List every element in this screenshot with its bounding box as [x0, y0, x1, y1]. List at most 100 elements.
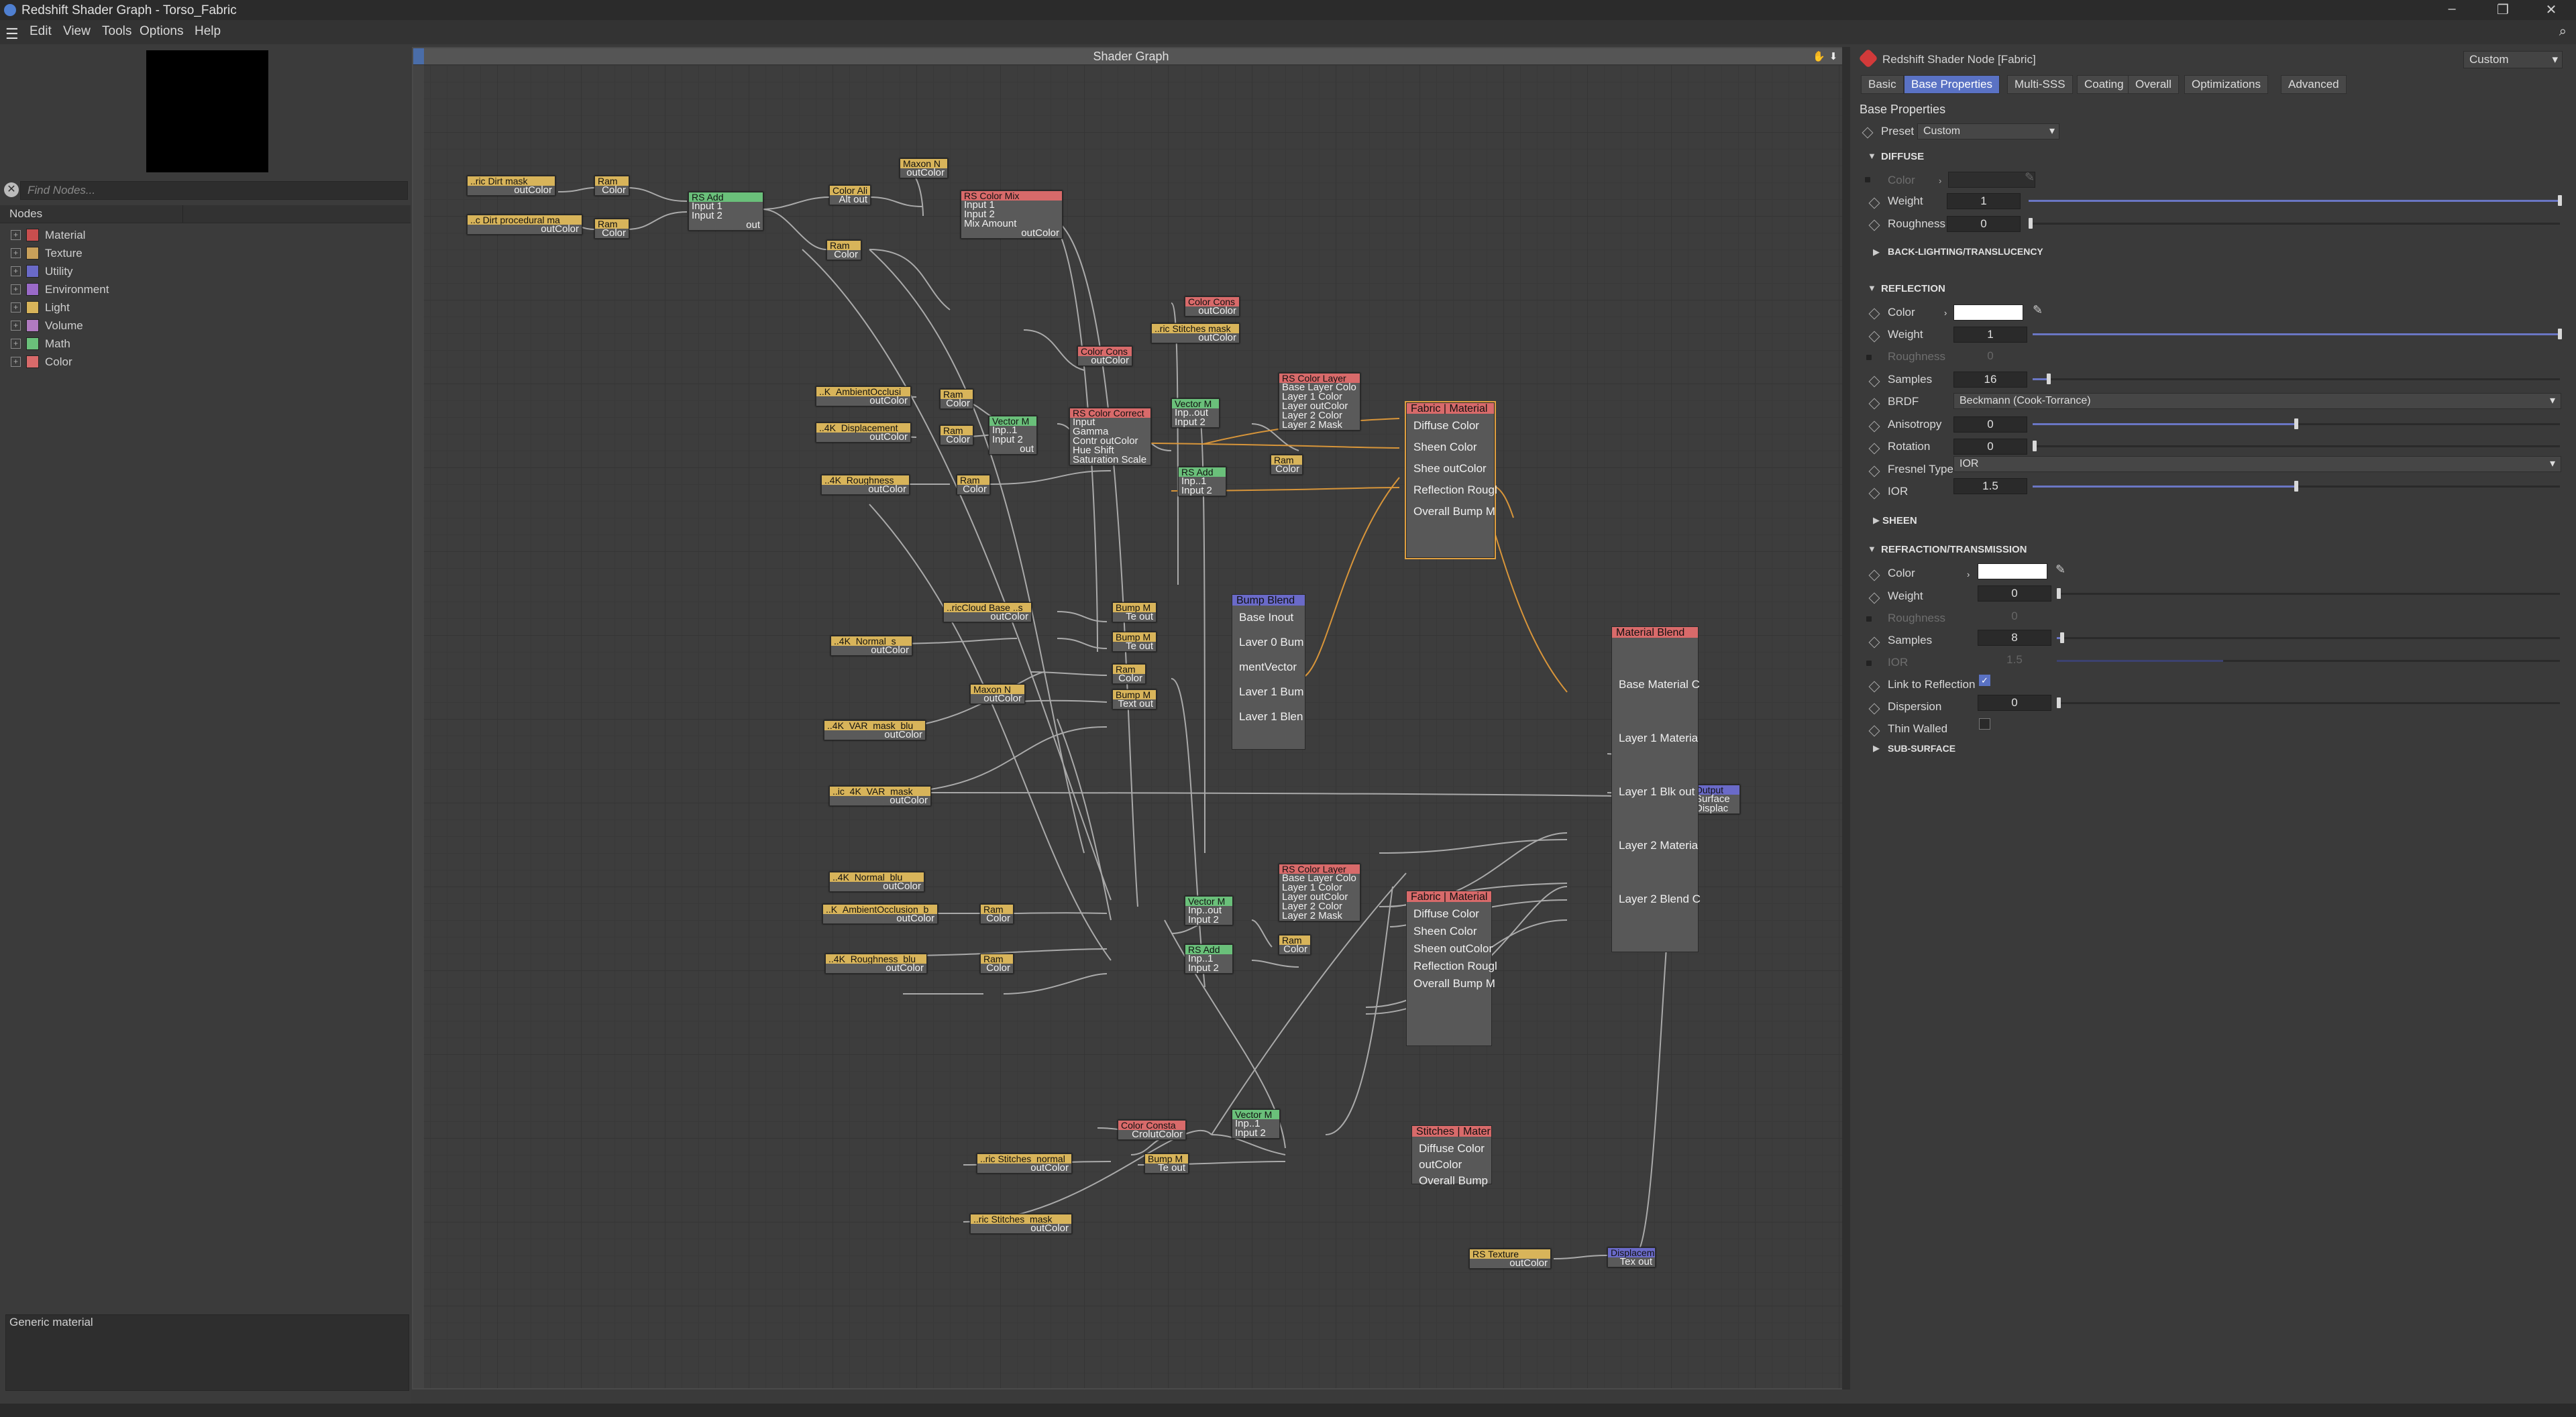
node-output-port[interactable]: outColor [883, 882, 921, 891]
node-output-port[interactable]: outColor [1198, 306, 1236, 316]
node-output-port[interactable]: Color [602, 229, 626, 238]
node-input-port[interactable]: Layer 2 Mask [1282, 420, 1343, 430]
slider-handle[interactable] [2029, 218, 2033, 229]
node-output-port[interactable]: outColor [1091, 356, 1129, 365]
chevron-right-icon[interactable]: ▶ [1873, 247, 1880, 257]
slider-handle[interactable] [2057, 697, 2061, 708]
node-input-port[interactable]: Saturation Scale [1073, 455, 1147, 465]
reflection-section[interactable]: REFLECTION [1881, 283, 1945, 294]
node-port[interactable]: mentVector [1239, 661, 1297, 673]
clear-search-icon[interactable]: ✕ [4, 182, 19, 197]
node-port[interactable]: Sheen Color [1413, 925, 1477, 938]
chevron-right-icon[interactable]: ▶ [1873, 515, 1880, 525]
node-output-port[interactable]: Text out [1118, 699, 1153, 709]
node-input-port[interactable]: Layer 1 Color [1282, 883, 1343, 893]
slider-handle[interactable] [2294, 418, 2298, 429]
node-port[interactable]: Layer 2 Materia [1619, 839, 1699, 852]
eyedropper-icon[interactable]: ✎ [2025, 170, 2035, 184]
tree-item-math[interactable]: +Math [11, 335, 70, 353]
node-input-port[interactable]: Base Layer Colo [1282, 383, 1356, 392]
tree-item-material[interactable]: +Material [11, 226, 85, 244]
node-port[interactable]: Overall Bump [1419, 1174, 1488, 1187]
node-output-port[interactable]: outColor [1198, 333, 1236, 343]
expand-icon[interactable]: + [11, 284, 21, 294]
slider-handle[interactable] [2294, 481, 2298, 492]
node-input-port[interactable]: Input 1 [692, 202, 722, 211]
node-port[interactable]: Sheen Color [1413, 441, 1477, 453]
expand-icon[interactable]: + [11, 357, 21, 367]
sheen-section[interactable]: SHEEN [1882, 515, 1917, 526]
node-output-port[interactable]: outColor [884, 730, 922, 740]
tree-item-texture[interactable]: +Texture [11, 244, 83, 262]
node-input-port[interactable]: Input 2 [1188, 964, 1219, 973]
node-input-port[interactable]: Layer outColor [1282, 893, 1348, 902]
node-input-port[interactable]: Inp..1 [1235, 1119, 1260, 1129]
node-output-port[interactable]: Color [1275, 465, 1299, 474]
expand-icon[interactable]: + [11, 248, 21, 258]
node-output-port[interactable]: outColor [1021, 229, 1059, 238]
node-input-port[interactable]: Layer 2 Mask [1282, 911, 1343, 921]
node-output-port[interactable]: outColor [869, 433, 908, 442]
node-output-port[interactable]: outColor [869, 396, 908, 406]
node-port[interactable]: Reflection Rougl [1413, 960, 1497, 972]
node-output-port[interactable]: Color [963, 485, 987, 494]
node-port[interactable]: Layer 1 Materia [1619, 732, 1699, 744]
node-input-port[interactable]: Displac [1695, 804, 1729, 813]
node-output-port[interactable]: outColor [868, 485, 906, 494]
node-input-port[interactable]: Input 2 [1175, 418, 1205, 427]
node-port[interactable]: Base Inout [1239, 611, 1294, 624]
node-input-port[interactable]: Input 1 [964, 201, 995, 210]
node-output-port[interactable]: CrolutColor [1132, 1130, 1183, 1139]
slider-handle[interactable] [2046, 374, 2051, 384]
reflection-weight-input[interactable]: 1 [1953, 327, 2027, 343]
node-port[interactable]: Laver 1 Blen [1239, 710, 1303, 723]
node-output-port[interactable]: Te out [1126, 642, 1153, 651]
minimize-icon[interactable]: – [2448, 1, 2456, 16]
menu-options[interactable]: Options [140, 24, 184, 38]
thin-walled-checkbox[interactable] [1979, 718, 1990, 730]
preset-dropdown[interactable]: Custom▾ [1917, 123, 2059, 139]
expand-icon[interactable]: + [11, 339, 21, 349]
menu-tools[interactable]: Tools [102, 24, 132, 38]
slider-handle[interactable] [2059, 632, 2064, 643]
node-output-port[interactable]: Color [834, 250, 858, 260]
node-port[interactable]: Diffuse Color [1419, 1142, 1485, 1155]
node-input-port[interactable]: Input 2 [1235, 1129, 1266, 1138]
diffuse-section[interactable]: DIFFUSE [1881, 151, 1925, 162]
refraction-color-swatch[interactable] [1978, 563, 2047, 579]
node-input-port[interactable]: Hue Shift [1073, 446, 1114, 455]
node-input-port[interactable]: Layer 2 Color [1282, 411, 1343, 420]
node-input-port[interactable]: Mix Amount [964, 219, 1017, 229]
node-output-port[interactable]: outColor [1030, 1164, 1069, 1173]
backlighting-section[interactable]: BACK-LIGHTING/TRANSLUCENCY [1888, 246, 2043, 257]
